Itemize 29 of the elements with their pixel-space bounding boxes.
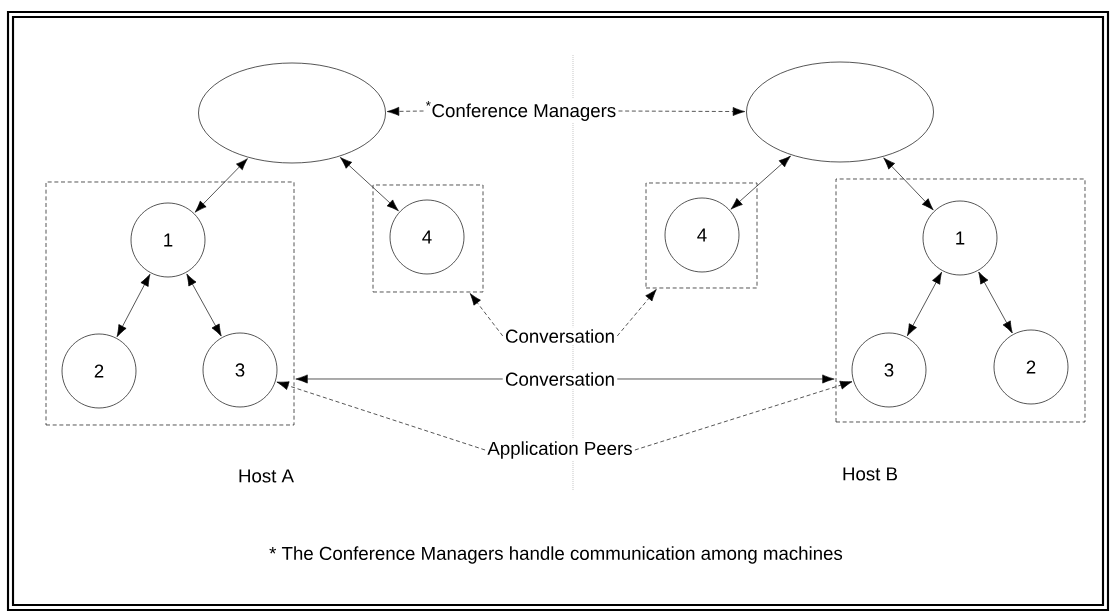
arrow (340, 157, 399, 212)
callout-text: Conversation (503, 370, 617, 388)
ellipse (198, 62, 386, 164)
arrow (978, 271, 1013, 334)
arrow (276, 381, 486, 451)
host-label: Host B (843, 467, 897, 481)
host-label: Host A (239, 469, 294, 483)
dashed-box (372, 184, 484, 293)
arrow (618, 107, 746, 116)
arrow (194, 158, 248, 213)
arrow (616, 374, 835, 384)
footnote: * The Conference Managers handle communication among machines (269, 546, 843, 564)
callout-text: Application Peers (485, 439, 635, 461)
callout-text: $^{*}$Conference Managers (423, 99, 619, 123)
dashed-box (835, 178, 1086, 423)
arrow (634, 380, 853, 451)
arrow (116, 274, 151, 337)
arrow (186, 273, 222, 337)
arrow (907, 271, 942, 337)
dashed-box (645, 182, 758, 289)
dashed-box (45, 181, 295, 426)
arrow (295, 374, 504, 384)
arrow (616, 289, 657, 337)
arrow (883, 157, 934, 211)
ellipse (746, 61, 934, 163)
arrow (386, 106, 424, 116)
arrow (730, 155, 791, 210)
arrow (469, 293, 504, 337)
callout-text: Conversation (503, 327, 617, 345)
